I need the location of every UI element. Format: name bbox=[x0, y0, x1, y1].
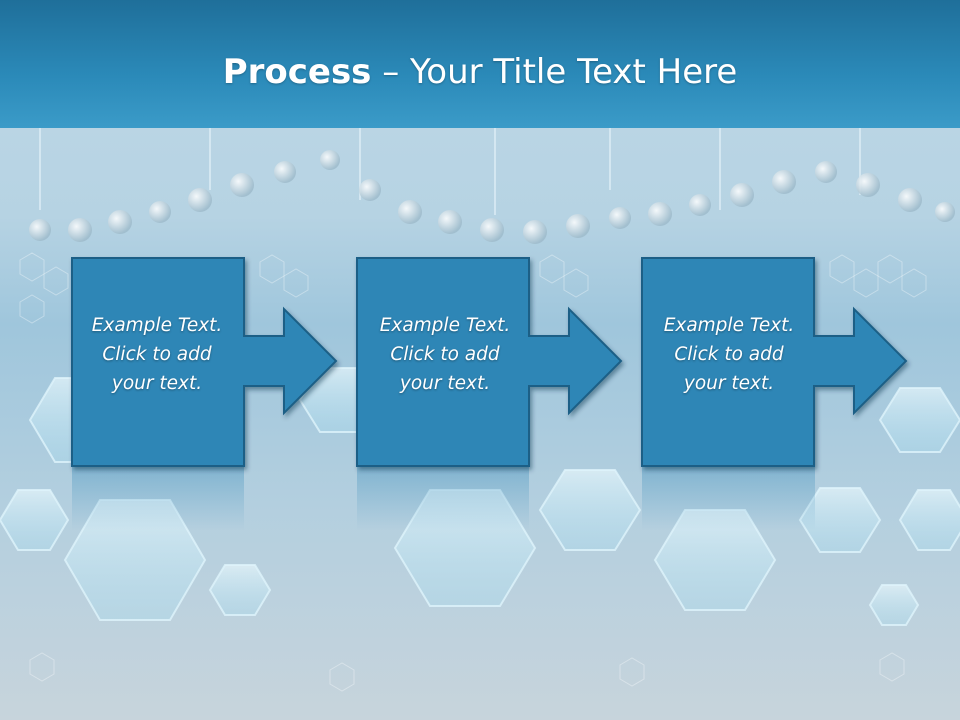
title-bar bbox=[0, 0, 960, 128]
step-3-line1: Example Text. bbox=[663, 315, 795, 336]
slide-title[interactable]: Process – Your Title Text Here bbox=[0, 52, 960, 92]
title-rest: – Your Title Text Here bbox=[371, 52, 738, 92]
step-2-line2: Click to add bbox=[390, 344, 500, 365]
process-step-3[interactable] bbox=[641, 257, 908, 467]
step-1-line2: Click to add bbox=[102, 344, 212, 365]
title-bold: Process bbox=[222, 52, 372, 92]
process-step-2[interactable] bbox=[356, 257, 623, 467]
step-2-line1: Example Text. bbox=[379, 315, 511, 336]
bead-chain bbox=[29, 150, 955, 244]
reflections bbox=[72, 467, 815, 530]
step-3-line2: Click to add bbox=[674, 344, 784, 365]
step-3-text[interactable]: Example Text. Click to add your text. bbox=[642, 311, 816, 398]
step-1-line3: your text. bbox=[111, 373, 203, 394]
step-3-line3: your text. bbox=[683, 373, 775, 394]
step-2-text[interactable]: Example Text. Click to add your text. bbox=[358, 311, 532, 398]
step-1-line1: Example Text. bbox=[91, 315, 223, 336]
step-2-line3: your text. bbox=[399, 373, 491, 394]
step-1-text[interactable]: Example Text. Click to add your text. bbox=[70, 311, 244, 398]
process-step-1[interactable] bbox=[71, 257, 338, 467]
